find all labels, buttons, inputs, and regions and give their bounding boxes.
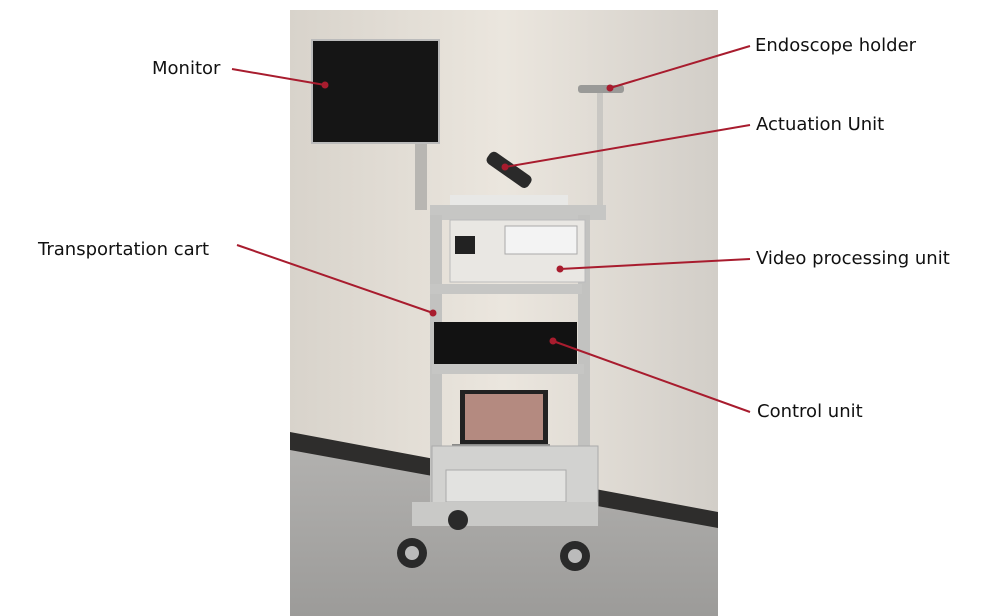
label-video-processing-unit: Video processing unit <box>756 248 950 269</box>
leader-lines <box>231 45 751 413</box>
floor <box>290 440 718 616</box>
monitor <box>311 39 440 144</box>
leader-monitor <box>231 68 326 86</box>
photo <box>290 10 718 616</box>
label-transportation-cart: Transportation cart <box>38 239 210 260</box>
label-monitor: Monitor <box>152 58 221 79</box>
actuation-unit <box>486 151 532 188</box>
label-control-unit: Control unit <box>757 401 863 422</box>
leader-transportation-cart <box>236 244 434 314</box>
leader-actuation-unit <box>504 124 751 168</box>
cart-top-shelf <box>430 205 606 220</box>
leader-endoscope-holder <box>609 45 751 89</box>
leader-video-processing-unit <box>559 258 751 270</box>
leader-control-unit <box>552 340 751 413</box>
label-actuation-unit: Actuation Unit <box>756 114 885 135</box>
label-endoscope-holder: Endoscope holder <box>755 35 917 56</box>
